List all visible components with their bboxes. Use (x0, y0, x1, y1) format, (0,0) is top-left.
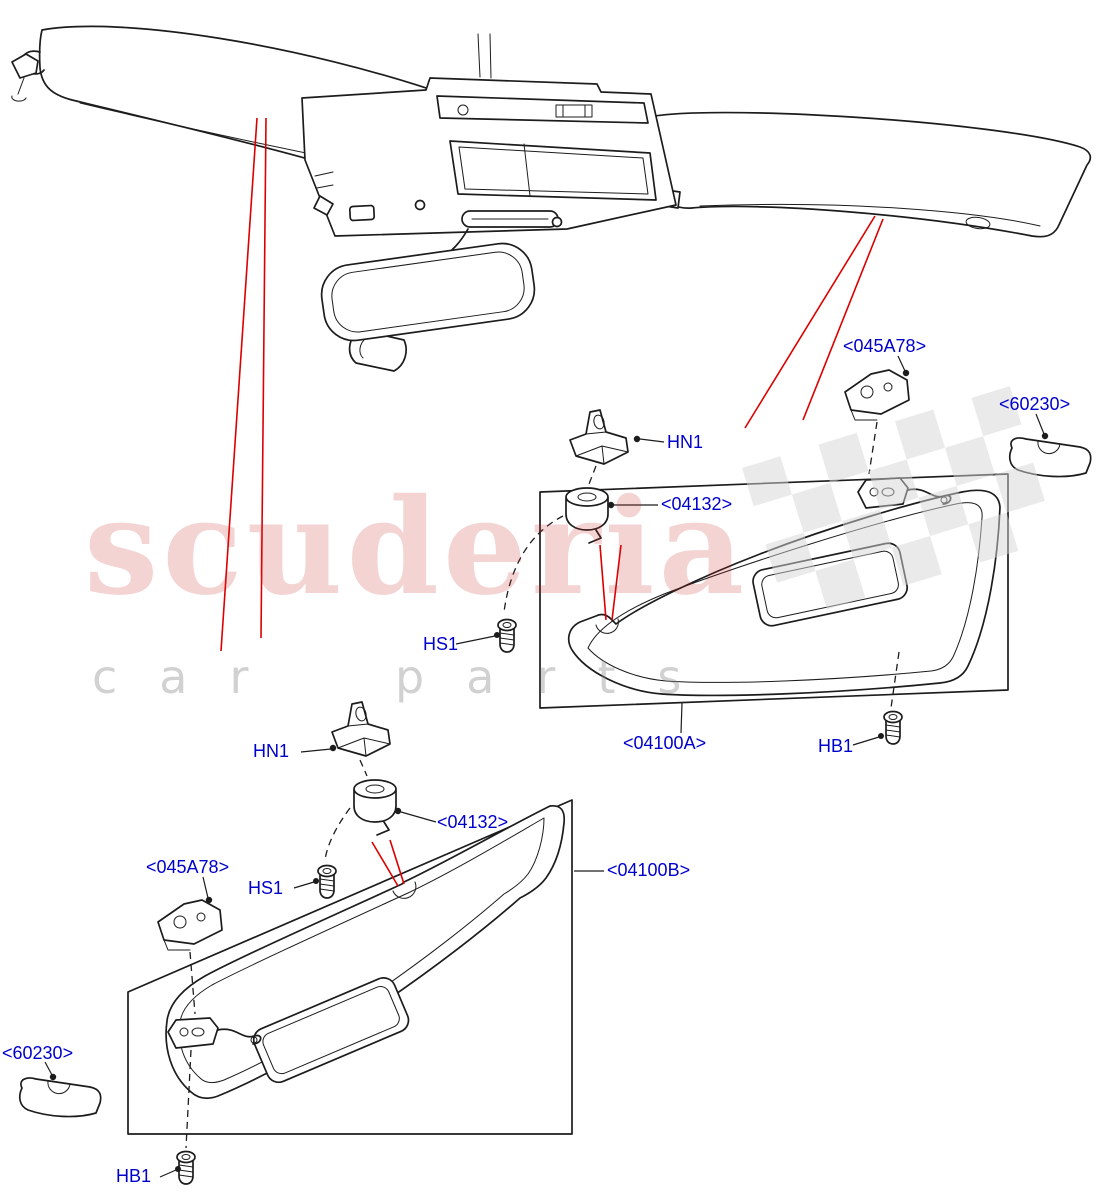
callout-HB1-b: HB1 (116, 1166, 152, 1186)
callout-60230-b: <60230> (2, 1043, 74, 1063)
pivot-04132-b (353, 779, 397, 836)
sunvisor-right-installed (644, 111, 1092, 238)
cover-60230-b (18, 1077, 102, 1118)
callout-04100B: <04100B> (607, 860, 691, 880)
callout-04100A: <04100A> (623, 733, 707, 753)
callout-HN1-b: HN1 (253, 741, 290, 761)
bracket-045a78-b (157, 899, 223, 951)
visor-b-exploded (18, 701, 604, 1185)
screw-hs1-b (317, 864, 337, 899)
pivot-04132-a (565, 487, 609, 544)
red-reference-lines (220, 117, 884, 887)
bracket-045a78-a (844, 369, 910, 421)
checkered-flag-watermark (742, 386, 1045, 610)
callout-04132-a: <04132> (661, 494, 733, 514)
callout-045A78-upper: <045A78> (843, 336, 927, 356)
callout-HS1-b: HS1 (248, 878, 284, 898)
callout-HS1-a: HS1 (423, 634, 459, 654)
rearview-mirror (320, 228, 536, 372)
callout-HN1-a: HN1 (667, 432, 704, 452)
hn1-clip-b (331, 701, 391, 757)
hn1-clip-a (569, 409, 629, 465)
callout-04132-b: <04132> (437, 812, 509, 832)
callout-60230-upper: <60230> (999, 394, 1071, 414)
overhead-console (301, 33, 677, 237)
screw-hs1-a (497, 618, 517, 653)
callout-045A78-b: <045A78> (146, 857, 230, 877)
callout-HB1-a: HB1 (818, 736, 854, 756)
visor-b-mirror-cutout (252, 977, 410, 1084)
screw-hb1-a (883, 710, 903, 745)
